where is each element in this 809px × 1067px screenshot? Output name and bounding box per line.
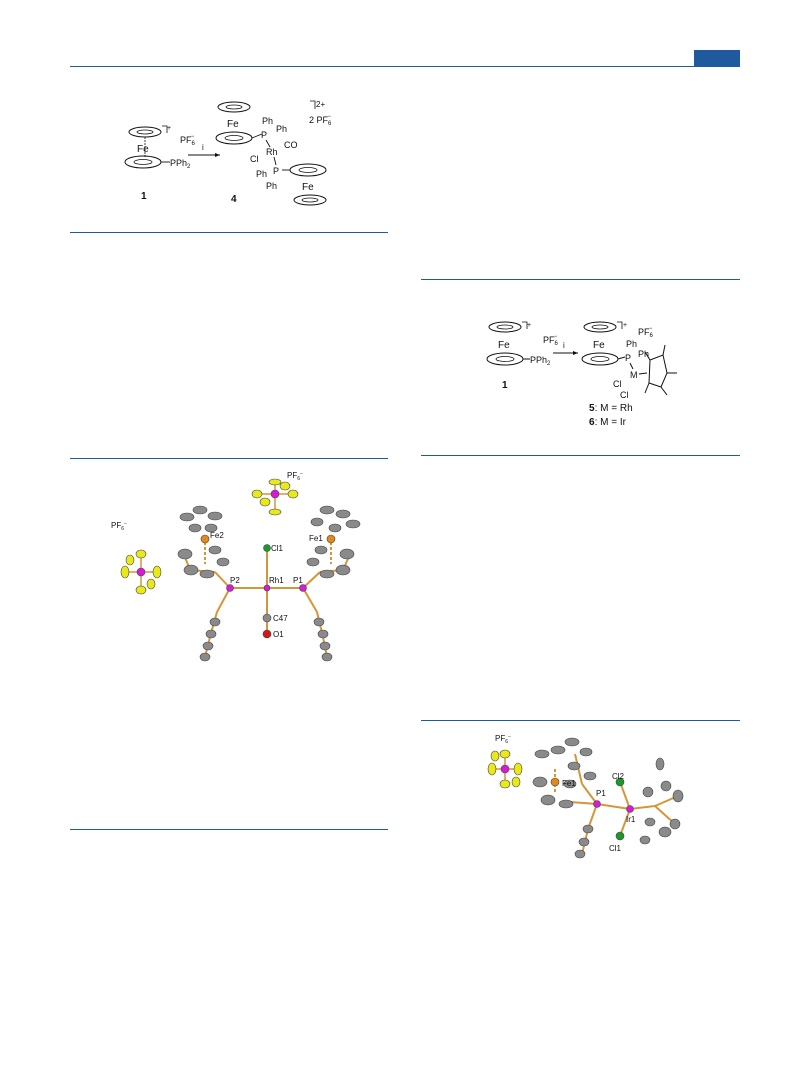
svg-text:C47: C47 [273,614,288,623]
rule-5 [421,455,740,456]
rule-6 [421,720,740,721]
svg-text:Fe: Fe [498,340,510,351]
scheme-2: Fe PPh2 + 1 PF6− i Fe + PF6− P Ph Ph M C… [486,321,677,428]
svg-text:M: M [630,370,638,380]
svg-text:P: P [261,130,267,140]
fe-label: Fe [137,144,149,155]
svg-text:Ir1: Ir1 [626,815,636,824]
svg-text:+: + [623,322,627,329]
pf6-left-label: PF6− [111,521,127,532]
svg-text:PF6−: PF6− [638,326,654,339]
svg-text:Fe1: Fe1 [562,779,576,788]
rule-1 [70,232,388,233]
svg-text:i: i [563,341,565,350]
svg-text:P: P [273,166,279,176]
svg-text:Fe: Fe [593,340,605,351]
svg-text:Ph: Ph [276,124,287,134]
compound-number: 1 [141,191,147,202]
product-5-6: Fe + PF6− P Ph Ph M Cl Cl [581,321,677,400]
pf6-top-label: PF6− [287,471,303,482]
svg-text:2 PF6−: 2 PF6− [309,114,332,127]
svg-text:+: + [527,322,531,329]
svg-text:1: 1 [502,380,508,391]
svg-text:Rh: Rh [266,147,278,157]
carbon-atoms-ir [532,737,684,859]
svg-text:Fe: Fe [227,119,239,130]
rule-3 [70,829,388,830]
legend-5: 5: M = Rh [589,403,633,414]
compound-1: Fe PPh2 + 1 [486,321,551,391]
charge: + [167,125,171,132]
svg-text:Cl: Cl [613,379,622,389]
rule-4 [421,279,740,280]
svg-text:Rh1: Rh1 [269,576,284,585]
svg-text:2+: 2+ [316,100,325,109]
svg-text:O1: O1 [273,630,284,639]
svg-text:Fe2: Fe2 [210,531,224,540]
header-rule [70,66,740,67]
svg-text:Cl1: Cl1 [271,544,284,553]
svg-text:Cl2: Cl2 [612,772,625,781]
svg-text:PPh2: PPh2 [170,158,191,170]
crystal-structure-rh: PF6− PF6− Fe2 Fe1 Cl1 P2 Rh1 P1 C47 O1 [111,471,361,662]
scheme-1: Fe PPh2 + 1 PF6− i Fe P Ph Ph Rh CO Cl P… [124,100,332,206]
compound-4: Fe P Ph Ph Rh CO Cl P Ph Ph Fe 4 2+ 2 PF… [215,100,332,206]
svg-text:P1: P1 [596,789,606,798]
arrow-label: i [202,143,204,152]
crystal-structure-ir: PF6− Fe1 P1 Cl2 Ir1 Cl1 [487,734,684,859]
carbon-atoms-rh [177,505,361,662]
compound-1: Fe PPh2 + 1 [124,125,191,202]
svg-text:P: P [625,353,631,363]
svg-text:P1: P1 [293,576,303,585]
heteroatoms-rh [120,478,336,639]
svg-text:4: 4 [231,194,237,205]
svg-text:Cl: Cl [250,154,259,164]
svg-text:Fe: Fe [302,182,314,193]
header-tab [694,50,740,66]
svg-text:CO: CO [284,140,298,150]
svg-text:PPh2: PPh2 [530,355,551,367]
pph2-label: PPh [170,158,187,168]
heteroatoms-ir [487,749,634,841]
pf6-label: PF6− [495,734,511,745]
atom-labels-ir: PF6− Fe1 P1 Cl2 Ir1 Cl1 [495,734,636,853]
svg-text:Ph: Ph [262,116,273,126]
svg-text:Ph: Ph [638,349,649,359]
svg-text:Fe1: Fe1 [309,534,323,543]
svg-text:Ph: Ph [626,339,637,349]
svg-text:Ph: Ph [266,181,277,191]
pf6-counterion: PF6− [543,334,559,347]
atom-labels-rh: PF6− PF6− Fe2 Fe1 Cl1 P2 Rh1 P1 C47 O1 [111,471,323,639]
legend-6: 6: M = Ir [589,417,627,428]
svg-text:Cl1: Cl1 [609,844,622,853]
svg-text:Ph: Ph [256,169,267,179]
svg-text:Cl: Cl [620,390,629,400]
rule-2 [70,458,388,459]
svg-text:P2: P2 [230,576,240,585]
pf6-counterion: PF6− [180,134,196,147]
